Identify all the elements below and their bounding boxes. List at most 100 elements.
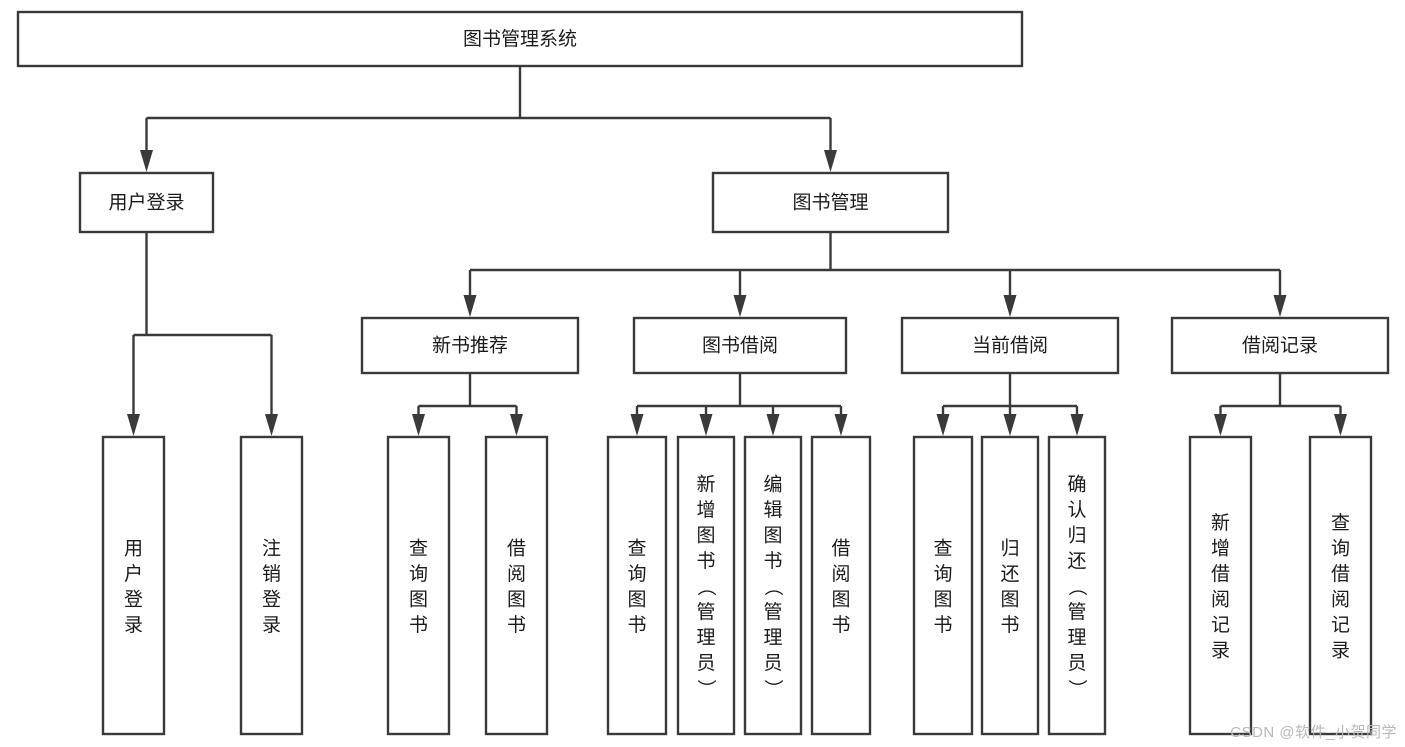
node-label-char: 书 bbox=[831, 614, 850, 636]
node-label-char: 图 bbox=[696, 526, 715, 547]
node-box-new-book-rec[interactable] bbox=[360, 316, 580, 375]
node-label-char: 新 bbox=[1211, 512, 1230, 534]
node-label-char: 理 bbox=[763, 628, 782, 649]
node-label-char: 图 bbox=[507, 589, 526, 610]
node-label-char: 图 bbox=[763, 526, 782, 547]
node-label-char: 录 bbox=[262, 615, 281, 636]
node-box-leaf-user-login[interactable] bbox=[101, 435, 166, 736]
node-box-leaf-rec-query[interactable] bbox=[386, 435, 451, 736]
node-box-leaf-borrow-query[interactable] bbox=[606, 435, 668, 736]
node-user-login[interactable]: 用户登录 bbox=[78, 171, 215, 234]
node-label-char: ） bbox=[695, 679, 717, 698]
arrow-head-icon bbox=[733, 295, 747, 317]
node-box-leaf-rec-add[interactable] bbox=[1188, 435, 1253, 736]
node-label-char: 录 bbox=[1331, 640, 1350, 661]
node-box-leaf-rec-borrow[interactable] bbox=[484, 435, 549, 736]
node-label-char: 书 bbox=[627, 614, 646, 636]
node-root[interactable]: 图书管理系统 bbox=[16, 10, 1024, 68]
node-box-leaf-cur-return[interactable] bbox=[980, 435, 1040, 736]
node-label-char: 新 bbox=[696, 474, 715, 496]
node-box-leaf-logout[interactable] bbox=[239, 435, 304, 736]
node-book-borrow[interactable]: 图书借阅 bbox=[632, 316, 848, 375]
node-box-leaf-rec-search[interactable] bbox=[1308, 435, 1373, 736]
node-label-char: 确 bbox=[1067, 474, 1086, 496]
node-label-char: 图 bbox=[933, 589, 952, 610]
node-label-book-manage: 图书管理 bbox=[792, 192, 868, 214]
node-label-char: （ bbox=[1066, 577, 1088, 596]
node-new-book-rec[interactable]: 新书推荐 bbox=[360, 316, 580, 375]
node-label-char: 户 bbox=[124, 563, 143, 585]
arrow-head-icon bbox=[412, 414, 425, 436]
node-label-char: 销 bbox=[262, 563, 281, 585]
node-box-leaf-borrow-edit[interactable] bbox=[743, 435, 803, 736]
node-label-char: 借 bbox=[507, 537, 526, 559]
node-label-char: 员 bbox=[763, 653, 782, 674]
arrow-head-icon bbox=[1003, 295, 1017, 317]
arrow-head-icon bbox=[510, 414, 523, 436]
node-label-char: 增 bbox=[696, 499, 715, 521]
arrow-head-icon bbox=[265, 414, 278, 436]
node-label-book-borrow: 图书借阅 bbox=[702, 335, 778, 357]
node-box-leaf-borrow-lend[interactable] bbox=[810, 435, 872, 736]
node-label-char: ） bbox=[1066, 679, 1088, 698]
node-label-char: 员 bbox=[1067, 653, 1086, 674]
arrow-head-icon bbox=[834, 414, 848, 436]
node-label-borrow-record: 借阅记录 bbox=[1242, 335, 1318, 357]
node-box-leaf-cur-confirm[interactable] bbox=[1047, 435, 1107, 736]
arrow-head-icon bbox=[766, 414, 780, 436]
node-label-char: 阅 bbox=[1331, 588, 1350, 610]
node-label-char: 查 bbox=[933, 537, 952, 559]
arrow-head-icon bbox=[824, 150, 837, 172]
node-label-char: 图 bbox=[627, 589, 646, 610]
node-label-char: 借 bbox=[831, 537, 850, 559]
node-box-user-login[interactable] bbox=[78, 171, 215, 234]
node-box-root[interactable] bbox=[16, 10, 1024, 68]
node-label-char: 阅 bbox=[831, 563, 850, 585]
node-label-char: 录 bbox=[1211, 640, 1230, 661]
node-label-char: 管 bbox=[1067, 601, 1086, 623]
node-label-char: 增 bbox=[1211, 537, 1230, 559]
arrow-head-icon bbox=[1273, 295, 1287, 317]
node-label-char: 理 bbox=[1067, 628, 1086, 649]
node-label-char: 注 bbox=[262, 537, 281, 559]
arrow-head-icon bbox=[1003, 414, 1017, 436]
arrow-head-icon bbox=[463, 295, 477, 317]
node-label-char: 理 bbox=[696, 628, 715, 649]
node-borrow-record[interactable]: 借阅记录 bbox=[1170, 316, 1390, 375]
node-label-char: 阅 bbox=[507, 563, 526, 585]
arrow-head-icon bbox=[1334, 414, 1347, 436]
arrow-head-icon bbox=[630, 414, 644, 436]
node-box-book-manage[interactable] bbox=[711, 171, 950, 234]
node-box-leaf-borrow-add[interactable] bbox=[676, 435, 736, 736]
arrow-head-icon bbox=[699, 414, 713, 436]
node-box-leaf-cur-query[interactable] bbox=[912, 435, 974, 736]
node-label-char: 图 bbox=[831, 589, 850, 610]
node-current-borrow[interactable]: 当前借阅 bbox=[900, 316, 1120, 375]
node-leaf-user-login[interactable]: 用户登录 bbox=[101, 435, 166, 736]
node-label-char: 归 bbox=[1000, 537, 1019, 559]
node-label-char: 编 bbox=[763, 474, 782, 496]
node-label-char: 书 bbox=[507, 614, 526, 636]
node-box-book-borrow[interactable] bbox=[632, 316, 848, 375]
node-label-root: 图书管理系统 bbox=[463, 28, 577, 50]
node-label-char: 归 bbox=[1067, 525, 1086, 547]
node-label-char: 登 bbox=[124, 588, 143, 610]
node-label-char: 员 bbox=[696, 653, 715, 674]
node-box-current-borrow[interactable] bbox=[900, 316, 1120, 375]
node-box-borrow-record[interactable] bbox=[1170, 316, 1390, 375]
arrow-head-icon bbox=[1214, 414, 1227, 436]
node-book-manage[interactable]: 图书管理 bbox=[711, 171, 950, 234]
